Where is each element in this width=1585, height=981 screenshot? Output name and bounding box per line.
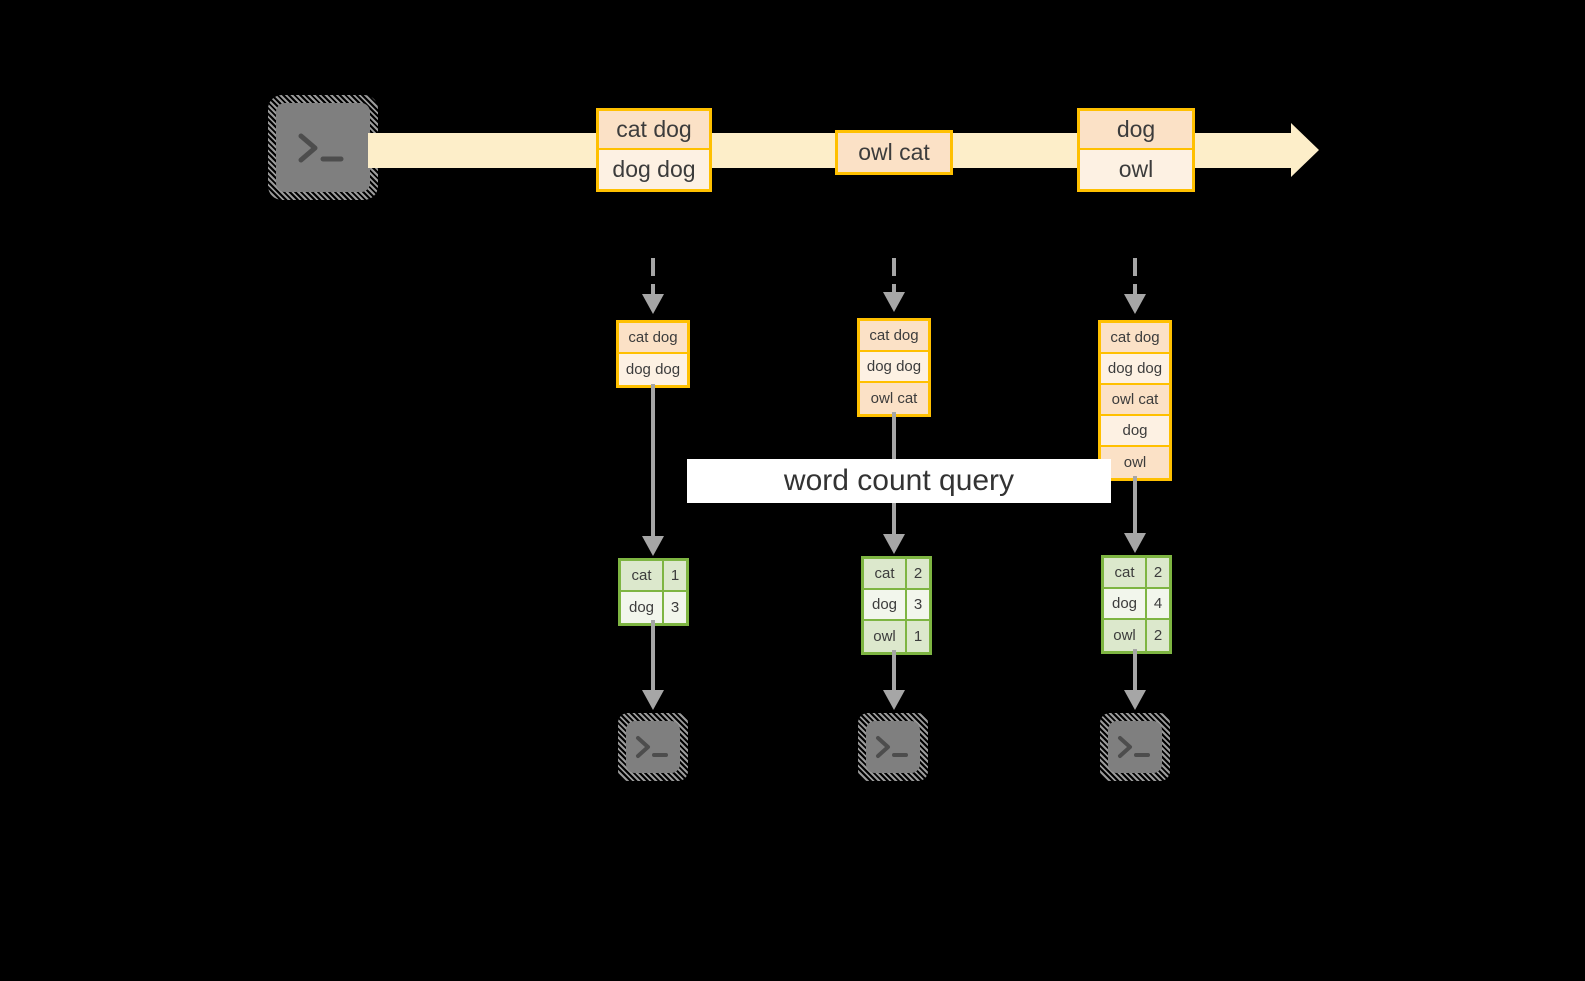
table-to-result-connector-1 — [651, 384, 655, 539]
result-table-3-row-3: owl 2 — [1104, 620, 1169, 651]
stream-batch-2-line-1: owl cat — [838, 133, 950, 172]
stream-batch-3-line-2: owl — [1080, 150, 1192, 189]
stream-arrow-head-icon — [1291, 123, 1319, 177]
stream-to-table-connector-2 — [892, 258, 896, 294]
stream-to-table-arrowhead-2 — [883, 292, 905, 312]
result-table-3-row-1-word: cat — [1104, 558, 1147, 587]
sink-terminal-icon-2 — [858, 713, 928, 781]
terminal-screen — [1108, 721, 1162, 773]
terminal-screen — [276, 103, 370, 192]
input-table-3-row-4: dog — [1101, 416, 1169, 447]
terminal-prompt-icon — [876, 736, 908, 758]
stream-batch-2: owl cat — [835, 130, 953, 175]
result-table-2-row-3-count: 1 — [907, 621, 929, 652]
input-table-1: cat dog dog dog — [616, 320, 690, 388]
terminal-screen — [626, 721, 680, 773]
terminal-prompt-icon — [1118, 736, 1150, 758]
table-to-result-connector-3 — [1133, 476, 1137, 536]
result-table-3-row-3-word: owl — [1104, 620, 1147, 651]
result-table-1-row-2: dog 3 — [621, 592, 686, 623]
result-to-sink-connector-2 — [892, 650, 896, 692]
query-label-text: word count query — [783, 464, 1015, 497]
input-table-2: cat dog dog dog owl cat — [857, 318, 931, 417]
input-table-2-row-2: dog dog — [860, 352, 928, 383]
stream-batch-3-line-1: dog — [1080, 111, 1192, 150]
stream-to-table-arrowhead-1 — [642, 294, 664, 314]
source-terminal-icon — [268, 95, 378, 200]
input-table-3-row-5: owl — [1101, 447, 1169, 478]
result-table-1-row-1-word: cat — [621, 561, 664, 590]
stream-batch-1: cat dog dog dog — [596, 108, 712, 192]
result-table-3-row-2: dog 4 — [1104, 589, 1169, 620]
stream-to-table-connector-1 — [651, 258, 655, 296]
input-table-3-row-2: dog dog — [1101, 354, 1169, 385]
input-table-3: cat dog dog dog owl cat dog owl — [1098, 320, 1172, 481]
result-table-1-row-1: cat 1 — [621, 561, 686, 592]
result-table-3: cat 2 dog 4 owl 2 — [1101, 555, 1172, 654]
result-table-2-row-1-count: 2 — [907, 559, 929, 588]
result-table-3-row-2-count: 4 — [1147, 589, 1169, 618]
result-table-2-row-2-count: 3 — [907, 590, 929, 619]
result-table-1: cat 1 dog 3 — [618, 558, 689, 626]
result-table-1-row-1-count: 1 — [664, 561, 686, 590]
result-table-2-row-3: owl 1 — [864, 621, 929, 652]
table-to-result-arrowhead-2 — [883, 534, 905, 554]
terminal-screen — [866, 721, 920, 773]
terminal-prompt-icon — [298, 133, 344, 162]
terminal-prompt-icon — [636, 736, 668, 758]
input-table-3-row-1: cat dog — [1101, 323, 1169, 354]
result-to-sink-arrowhead-3 — [1124, 690, 1146, 710]
result-table-2-row-3-word: owl — [864, 621, 907, 652]
input-table-1-row-2: dog dog — [619, 354, 687, 385]
table-to-result-arrowhead-1 — [642, 536, 664, 556]
result-to-sink-connector-3 — [1133, 649, 1137, 692]
stream-batch-1-line-2: dog dog — [599, 150, 709, 189]
result-to-sink-arrowhead-2 — [883, 690, 905, 710]
result-to-sink-connector-1 — [651, 620, 655, 692]
table-to-result-arrowhead-3 — [1124, 533, 1146, 553]
result-to-sink-arrowhead-1 — [642, 690, 664, 710]
input-table-2-row-3: owl cat — [860, 383, 928, 414]
input-table-3-row-3: owl cat — [1101, 385, 1169, 416]
stream-to-table-connector-3 — [1133, 258, 1137, 296]
result-table-2: cat 2 dog 3 owl 1 — [861, 556, 932, 655]
result-table-1-row-2-count: 3 — [664, 592, 686, 623]
result-table-2-row-1-word: cat — [864, 559, 907, 588]
query-label-band: word count query — [687, 459, 1111, 503]
stream-batch-3: dog owl — [1077, 108, 1195, 192]
result-table-3-row-1-count: 2 — [1147, 558, 1169, 587]
result-table-1-row-2-word: dog — [621, 592, 664, 623]
result-table-2-row-2-word: dog — [864, 590, 907, 619]
sink-terminal-icon-1 — [618, 713, 688, 781]
input-table-1-row-1: cat dog — [619, 323, 687, 354]
result-table-2-row-1: cat 2 — [864, 559, 929, 590]
stream-batch-1-line-1: cat dog — [599, 111, 709, 150]
sink-terminal-icon-3 — [1100, 713, 1170, 781]
stream-to-table-arrowhead-3 — [1124, 294, 1146, 314]
input-table-2-row-1: cat dog — [860, 321, 928, 352]
result-table-3-row-3-count: 2 — [1147, 620, 1169, 651]
result-table-3-row-1: cat 2 — [1104, 558, 1169, 589]
result-table-3-row-2-word: dog — [1104, 589, 1147, 618]
result-table-2-row-2: dog 3 — [864, 590, 929, 621]
